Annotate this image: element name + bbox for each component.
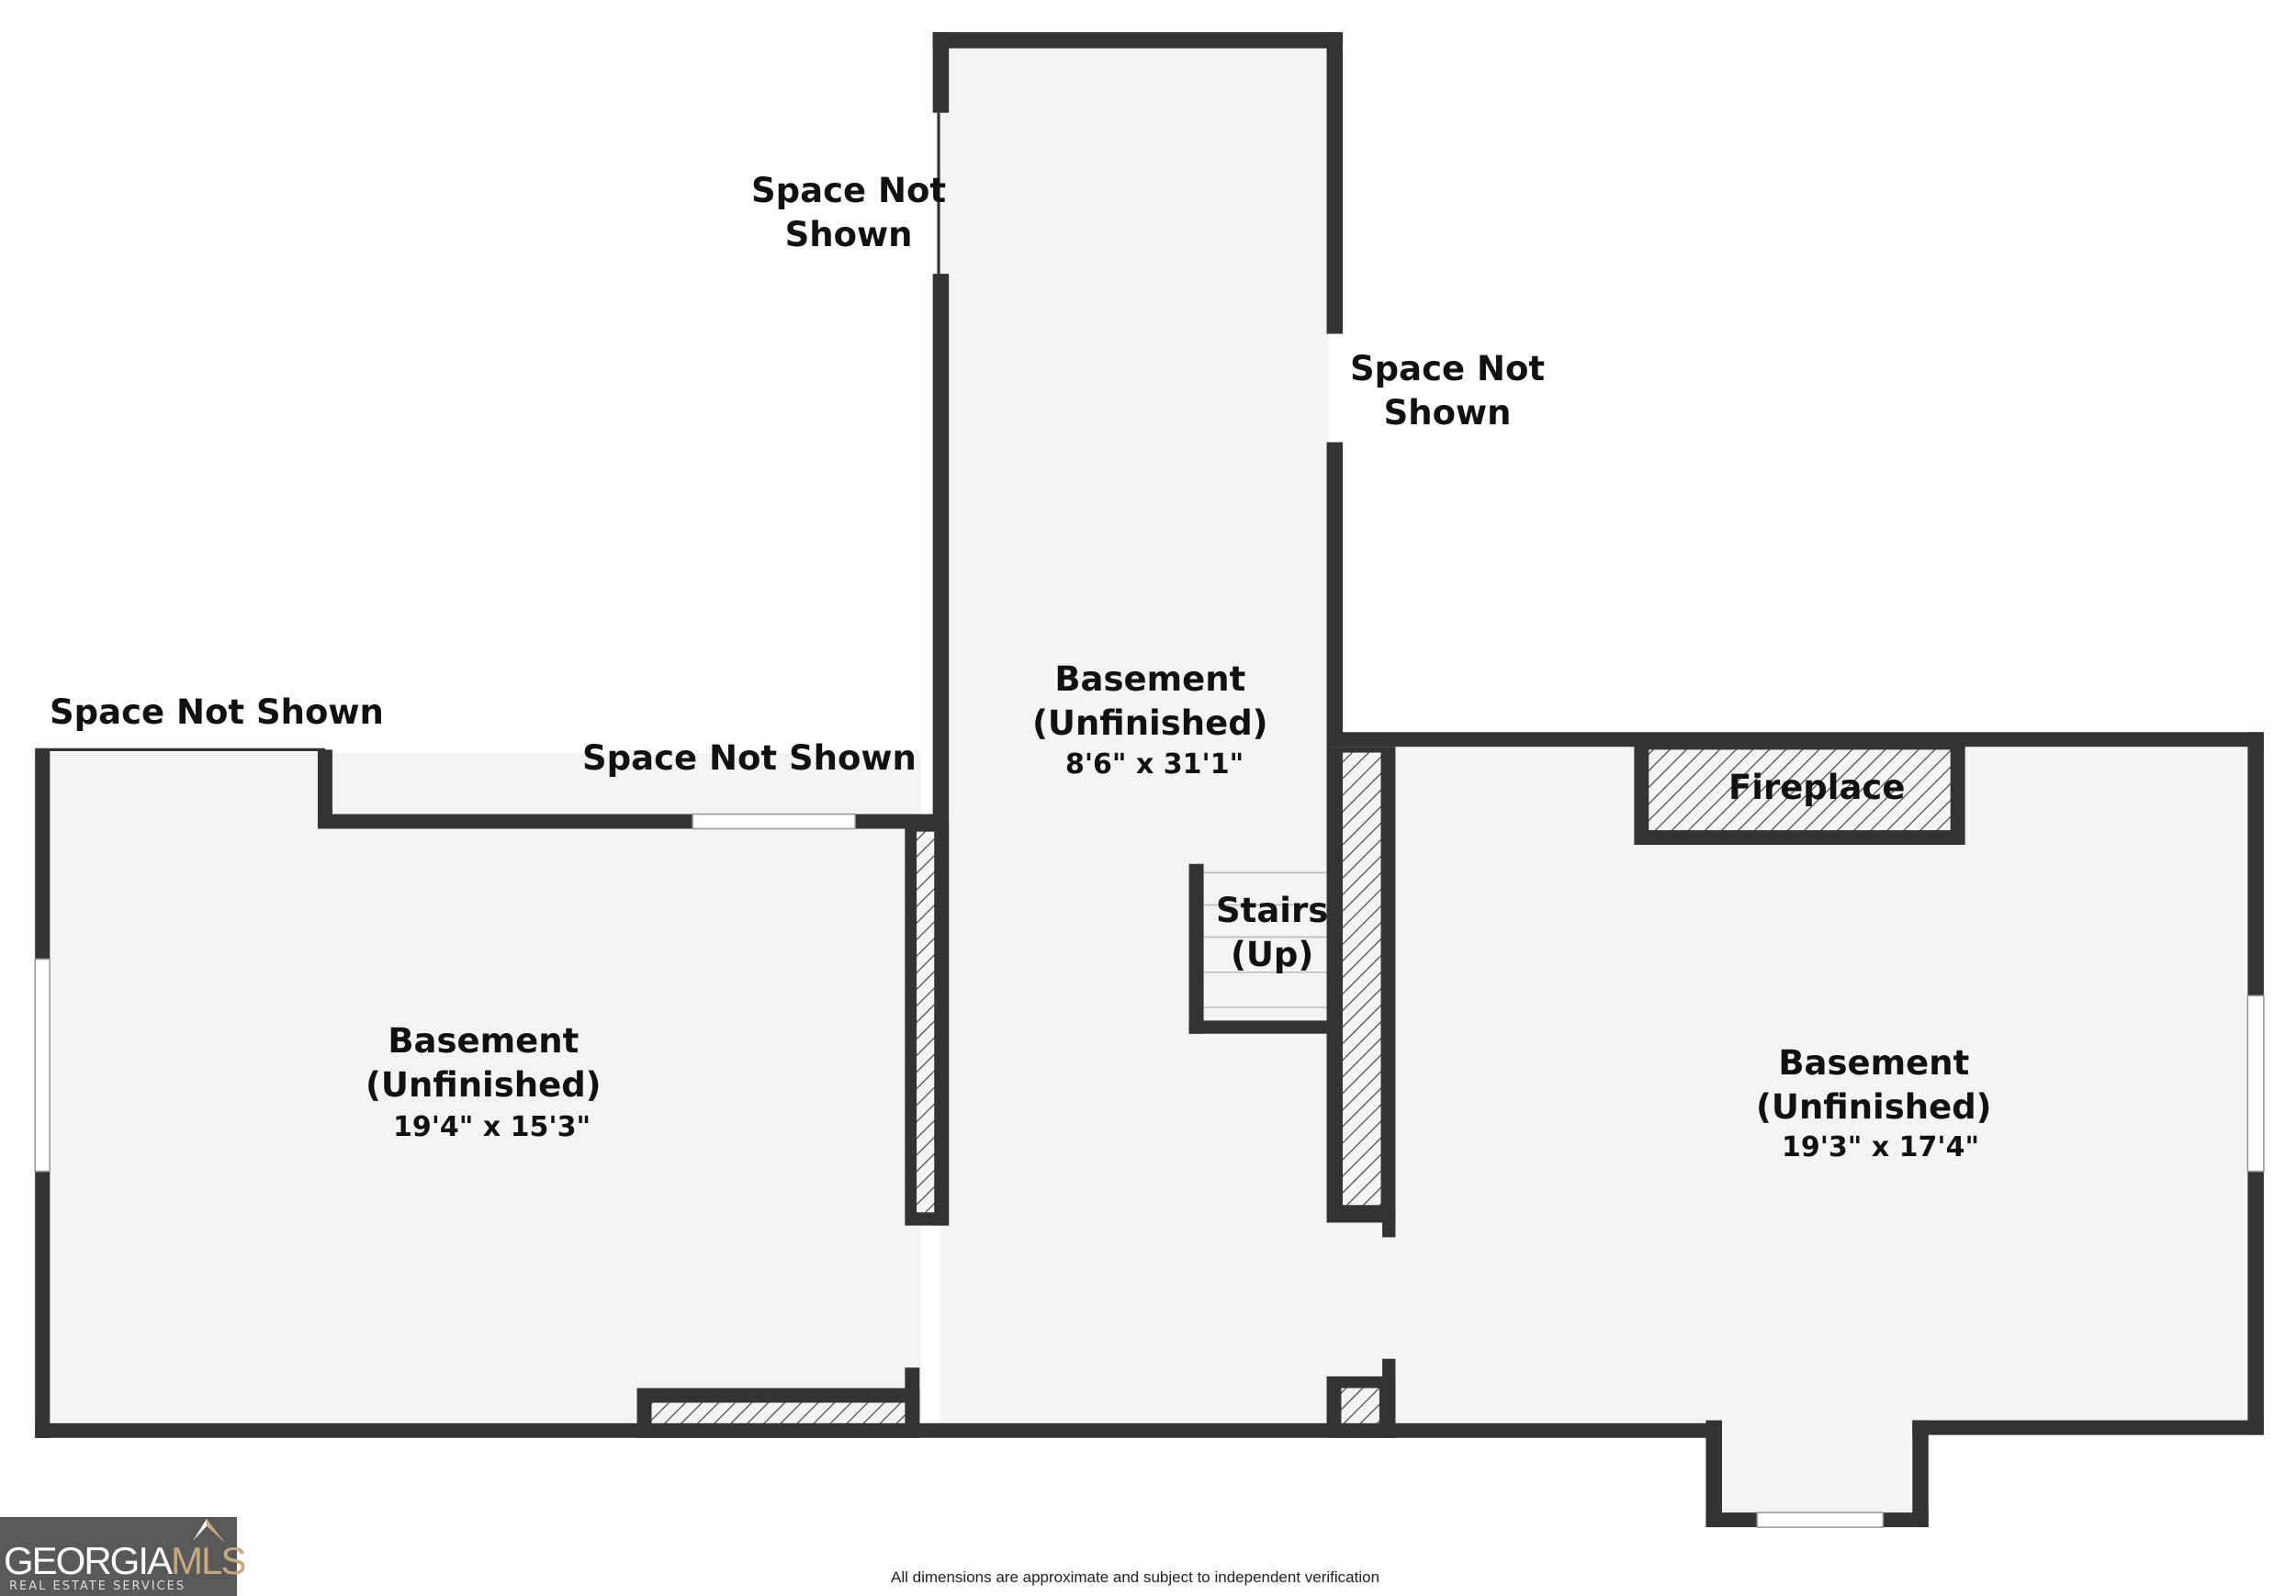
footer-note: All dimensions are approximate and subje…: [891, 1568, 1380, 1586]
hatched-areas: [651, 749, 1951, 1423]
room-label-right: Basement(Unfinished): [1756, 1043, 1992, 1127]
space-not-shown-label: Space Not Shown: [50, 692, 384, 732]
room-dims-center: 8'6" x 31'1": [1065, 748, 1244, 781]
roof-icon: [193, 1519, 225, 1543]
room-label-center: Basement(Unfinished): [1032, 659, 1268, 743]
georgia-mls-logo: GEORGIAMLS REAL ESTATE SERVICES: [0, 1517, 246, 1596]
stair-treads: [1203, 871, 1327, 1008]
floor-area: [42, 40, 2257, 1521]
room-label-left: Basement(Unfinished): [366, 1021, 602, 1105]
room-dims-right: 19'3" x 17'4": [1782, 1131, 1980, 1163]
space-not-shown-label: Space Not Shown: [582, 738, 917, 778]
fireplace-label: Fireplace: [1728, 768, 1906, 807]
windows: [34, 333, 2265, 1528]
stairs-label: Stairs(Up): [1216, 891, 1329, 974]
room-dims-left: 19'4" x 15'3": [393, 1111, 591, 1143]
